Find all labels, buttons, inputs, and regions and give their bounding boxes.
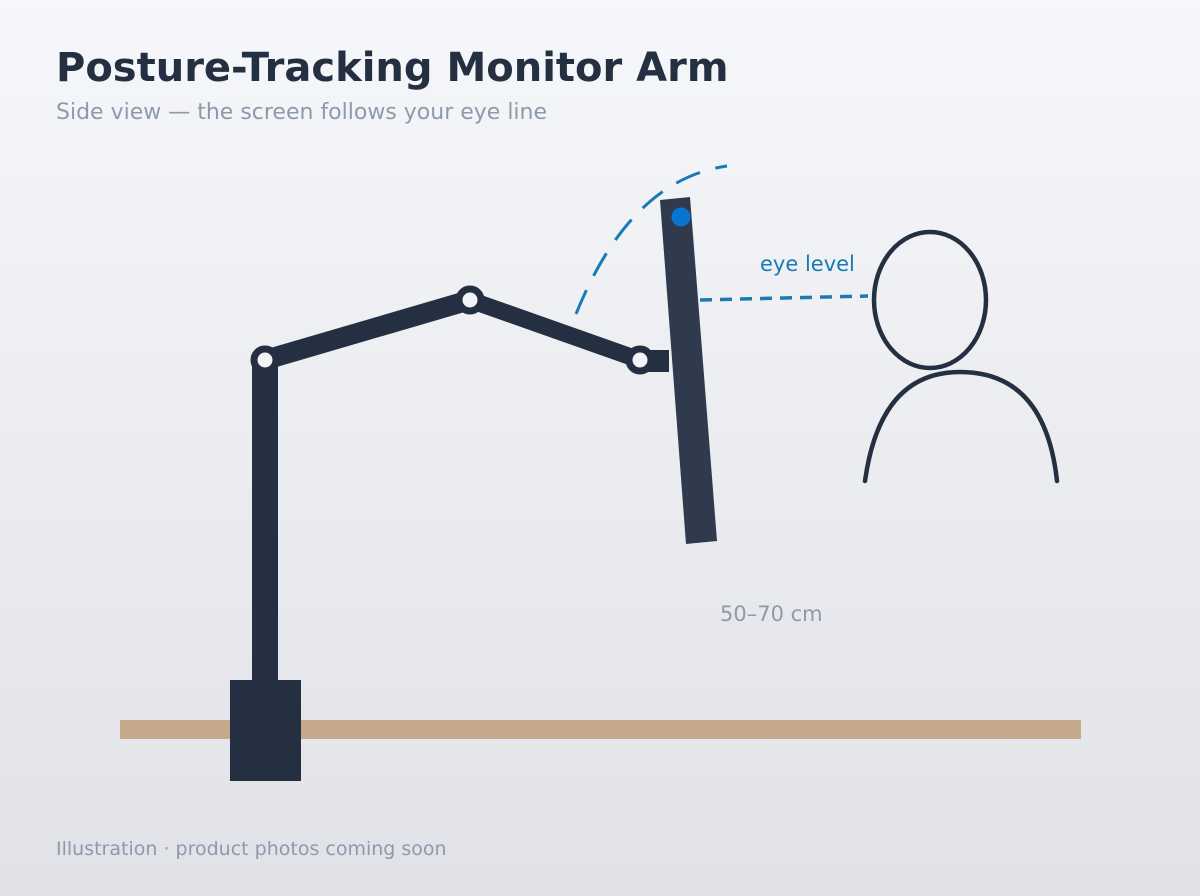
eye-level-line (699, 294, 869, 302)
eye-level-label: eye level (760, 252, 855, 276)
arm-upper-segment (461, 291, 649, 369)
arm-joint-mount (625, 345, 655, 375)
desk-clamp (230, 680, 301, 781)
monitor-screen (660, 197, 717, 544)
page-subtitle: Side view — the screen follows your eye … (56, 100, 548, 125)
tilt-arc (574, 164, 728, 315)
user-shoulders (862, 369, 1060, 484)
user-head (871, 229, 989, 371)
arm-pole (252, 358, 278, 688)
page-title: Posture-Tracking Monitor Arm (56, 45, 729, 91)
arm-joint-base (250, 345, 280, 375)
arm-lower-segment (255, 290, 480, 370)
eye-tracking-sensor (671, 207, 691, 227)
viewing-distance-label: 50–70 cm (720, 602, 823, 626)
arm-joint-elbow (455, 285, 485, 315)
footer-note: Illustration · product photos coming soo… (56, 838, 447, 860)
desk-surface (120, 720, 1081, 739)
